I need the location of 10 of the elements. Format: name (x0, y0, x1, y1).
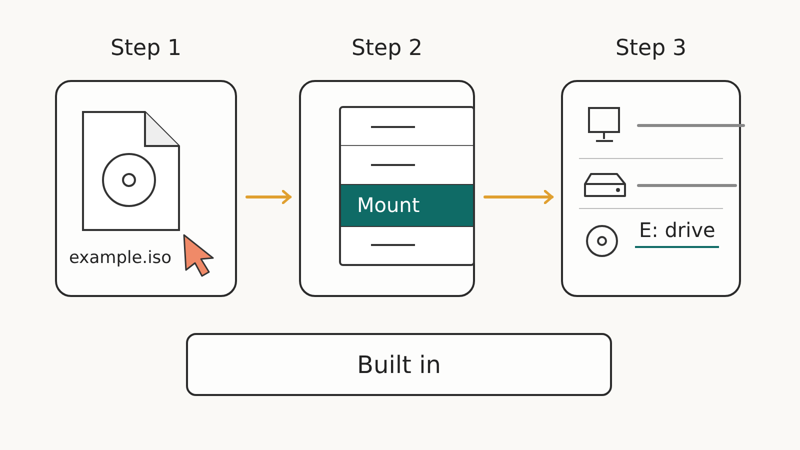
step-heading: Step 2 (350, 36, 424, 61)
note-text: Built in (357, 350, 441, 378)
note-box (186, 333, 612, 396)
menu-item: Mount (341, 184, 473, 227)
step-heading: Step 3 (614, 36, 688, 61)
file-name: example.iso (69, 248, 172, 268)
arrow (484, 190, 554, 204)
step-heading: Step 1 (109, 36, 183, 61)
arrow (246, 190, 292, 204)
drive-label: E: drive (635, 218, 720, 248)
